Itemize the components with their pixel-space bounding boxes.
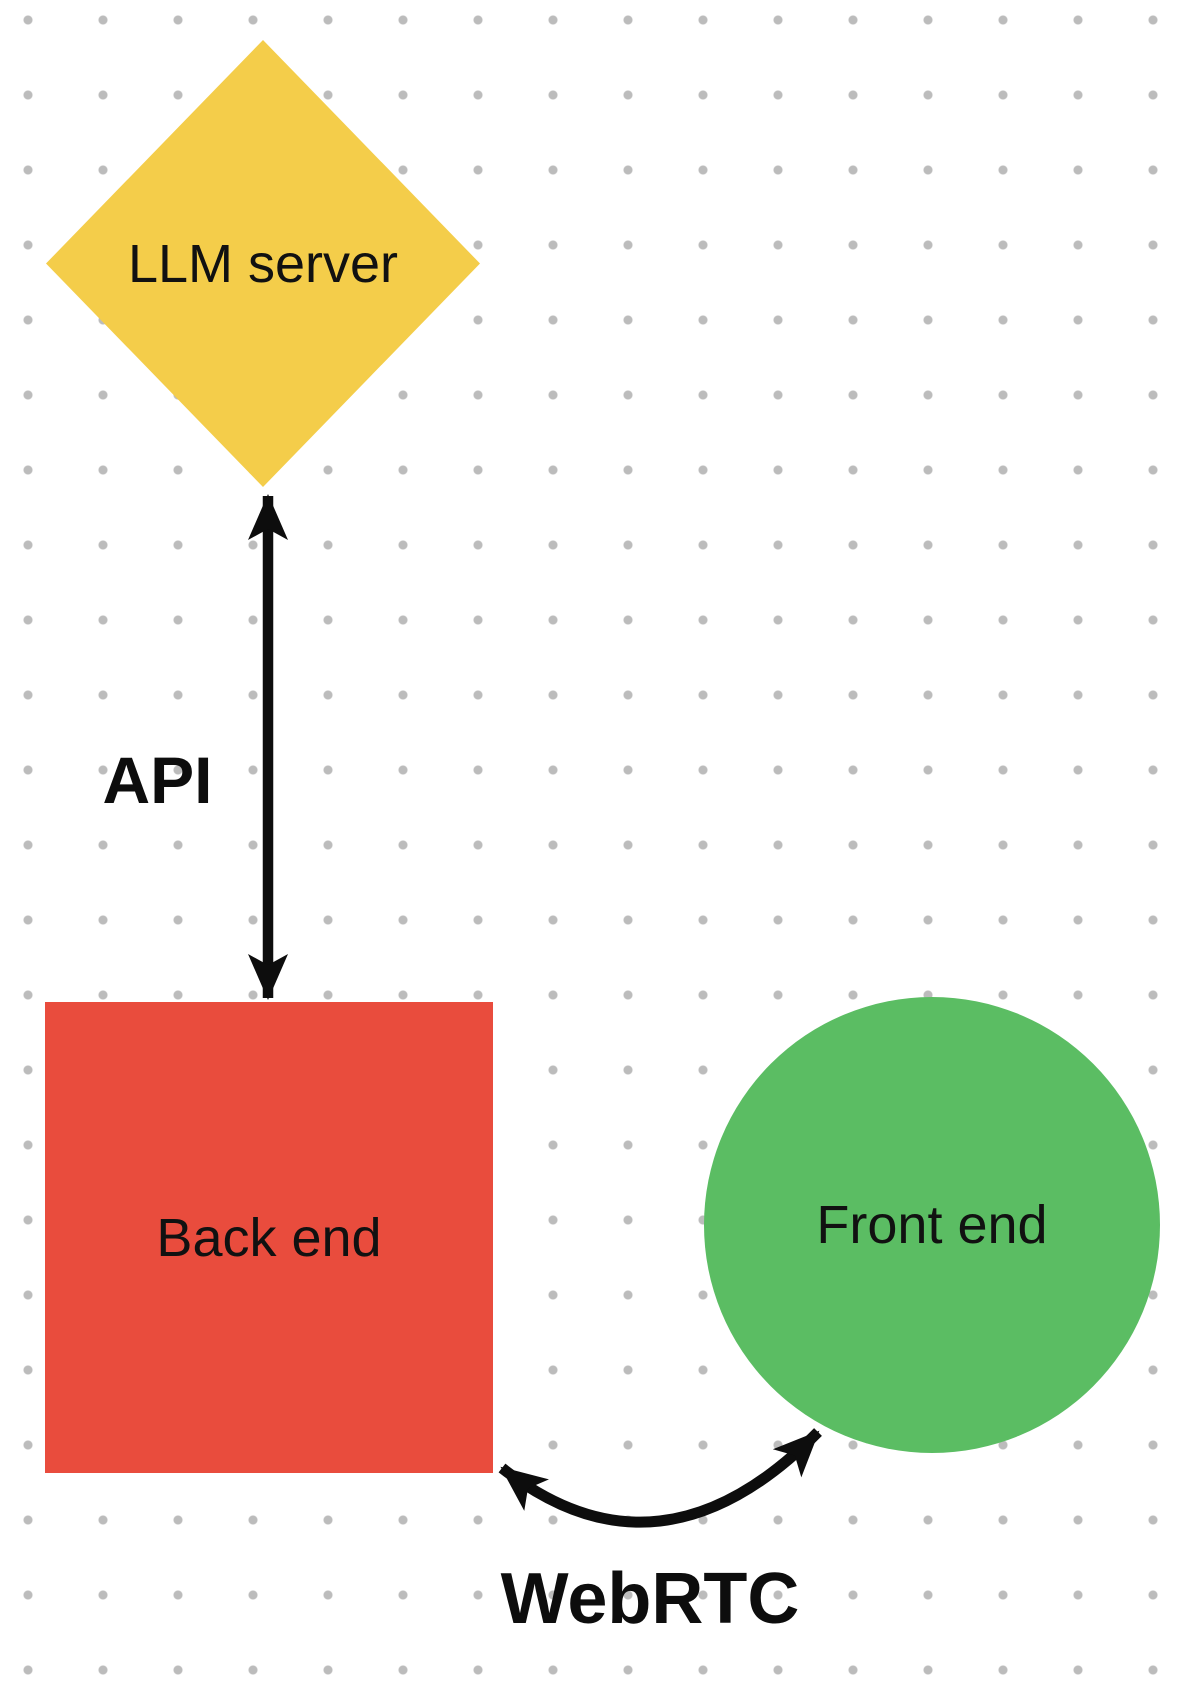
- webrtc-arrow[interactable]: [498, 1428, 822, 1528]
- node-back-end-label: Back end: [156, 1207, 382, 1268]
- node-back-end[interactable]: Back end: [45, 1002, 493, 1473]
- node-front-end-label: Front end: [816, 1195, 1048, 1255]
- webrtc-edge-label: WebRTC: [500, 1559, 800, 1639]
- api-edge-label: API: [102, 743, 213, 817]
- node-front-end[interactable]: Front end: [704, 997, 1160, 1453]
- node-llm-server-label: LLM server: [127, 233, 399, 294]
